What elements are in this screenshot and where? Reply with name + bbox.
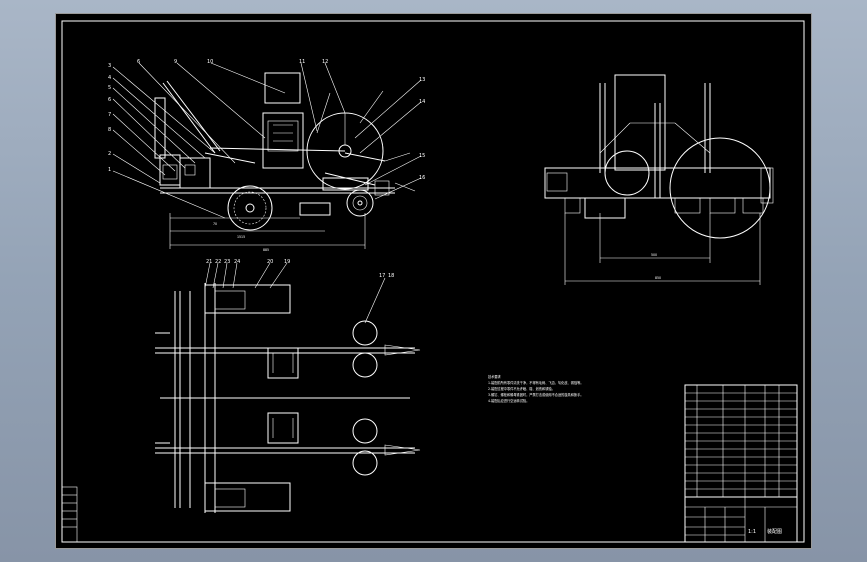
tech-note-3: 3.螺钉、螺栓和螺母紧固时，严禁打击或使用不合适的旋具和扳手。 [488, 392, 583, 397]
plan-balloon-21: 21 [206, 259, 212, 265]
dim-e-label: 850 [655, 276, 661, 280]
balloon-8: 1 [108, 167, 111, 173]
tech-note-2: 2.装配过程中零件不允许磕、碰、划伤和锈蚀。 [488, 386, 555, 391]
scale-label: 1:1 [748, 529, 756, 535]
plan-view: 21 22 23 24 20 19 17 18 [155, 259, 421, 513]
balloon-15: 14 [419, 99, 425, 105]
title-block: 1:1 装配图 [684, 496, 798, 543]
plan-balloon-19: 19 [284, 259, 290, 265]
tech-note-4: 4.装配后应进行空运转试验。 [488, 398, 529, 403]
binding-strip [61, 486, 78, 543]
plan-balloon-17: 17 [379, 273, 385, 279]
front-view: 500 850 [544, 74, 774, 285]
balloon-4: 6 [108, 97, 111, 103]
tech-title: 技术要求 [488, 374, 502, 379]
balloon-1: 3 [108, 63, 111, 69]
technical-notes: 技术要求 1.装配前所有零件清洗干净，不得有毛刺、飞边、氧化皮、锈蚀等。 2.装… [488, 374, 583, 403]
drawing-sheet: 70 1515 885 [55, 13, 812, 549]
sheet-edge [55, 13, 812, 549]
drawing-border [61, 20, 805, 543]
balloon-2: 4 [108, 75, 111, 81]
dim-b-label: 1515 [237, 235, 245, 239]
balloon-3: 5 [108, 85, 111, 91]
balloon-17: 16 [419, 175, 425, 181]
balloon-13: 12 [322, 59, 328, 65]
balloon-14: 13 [419, 77, 425, 83]
plan-balloon-20: 20 [267, 259, 273, 265]
dim-c-label: 885 [263, 248, 269, 252]
balloon-7: 2 [108, 151, 111, 157]
drawing-number: 装配图 [767, 528, 782, 535]
plan-balloon-24: 24 [234, 259, 240, 265]
side-view: 70 1515 885 [108, 59, 425, 252]
dim-d-label: 500 [651, 253, 657, 257]
balloon-10: 9 [174, 59, 177, 65]
plan-balloon-18: 18 [388, 273, 394, 279]
plan-balloon-22: 22 [215, 259, 221, 265]
balloon-5: 7 [108, 112, 111, 118]
plan-balloon-23: 23 [224, 259, 230, 265]
drawing-canvas: 70 1515 885 [55, 13, 812, 549]
balloon-11: 10 [207, 59, 213, 65]
balloon-12: 11 [299, 59, 305, 65]
balloon-16: 15 [419, 153, 425, 159]
dim-a-label: 70 [213, 222, 217, 226]
balloon-6: 8 [108, 127, 111, 133]
tech-note-1: 1.装配前所有零件清洗干净，不得有毛刺、飞边、氧化皮、锈蚀等。 [488, 380, 583, 385]
parts-list [684, 384, 798, 498]
balloon-9: 6 [137, 59, 140, 65]
